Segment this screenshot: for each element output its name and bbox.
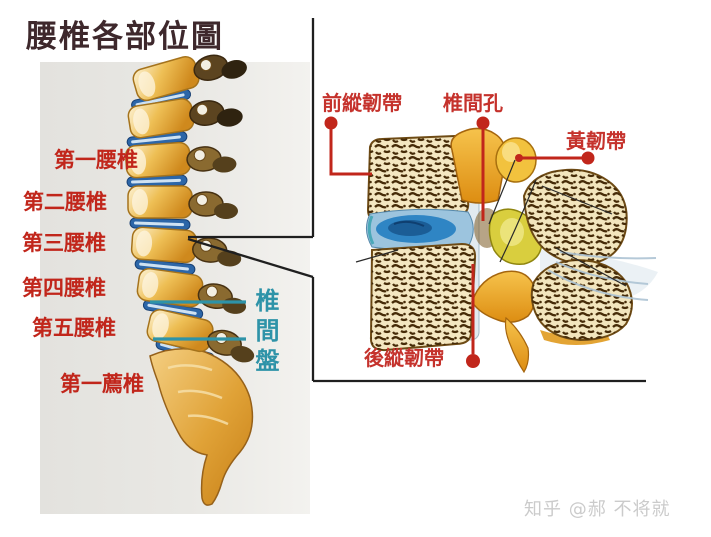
leader-yellow-ligament: [515, 151, 595, 165]
label-posterior-longitudinal-ligament: 後縱韌帶: [364, 346, 444, 370]
page-title: 腰椎各部位圖: [26, 19, 224, 55]
label-lumbar-2: 第二腰椎: [23, 190, 107, 214]
label-intervertebral-foramen: 椎間孔: [443, 91, 503, 115]
label-sacral-1: 第一薦椎: [60, 372, 144, 396]
label-anterior-longitudinal-ligament: 前縱韌帶: [322, 91, 402, 115]
leader-anterior-ligament: [324, 116, 372, 176]
leader-posterior-ligament: [466, 264, 480, 368]
label-lumbar-5: 第五腰椎: [32, 316, 116, 340]
leader-foramen: [476, 116, 490, 221]
label-intervertebral-disc: 椎間盤: [251, 288, 279, 378]
callout-frame-lines: [187, 18, 646, 383]
zhihu-watermark: 知乎 @郝 不将就: [524, 499, 671, 520]
disc-leader-lines: [150, 300, 246, 341]
red-leader-lines: [324, 116, 595, 368]
label-lumbar-4: 第四腰椎: [22, 276, 106, 300]
vertebra-detail-illustration: [355, 127, 658, 374]
label-lumbar-1: 第一腰椎: [54, 148, 138, 172]
label-yellow-ligament: 黃韌帶: [566, 129, 626, 153]
spine-illustration: [124, 54, 255, 506]
label-lumbar-3: 第三腰椎: [22, 231, 106, 255]
